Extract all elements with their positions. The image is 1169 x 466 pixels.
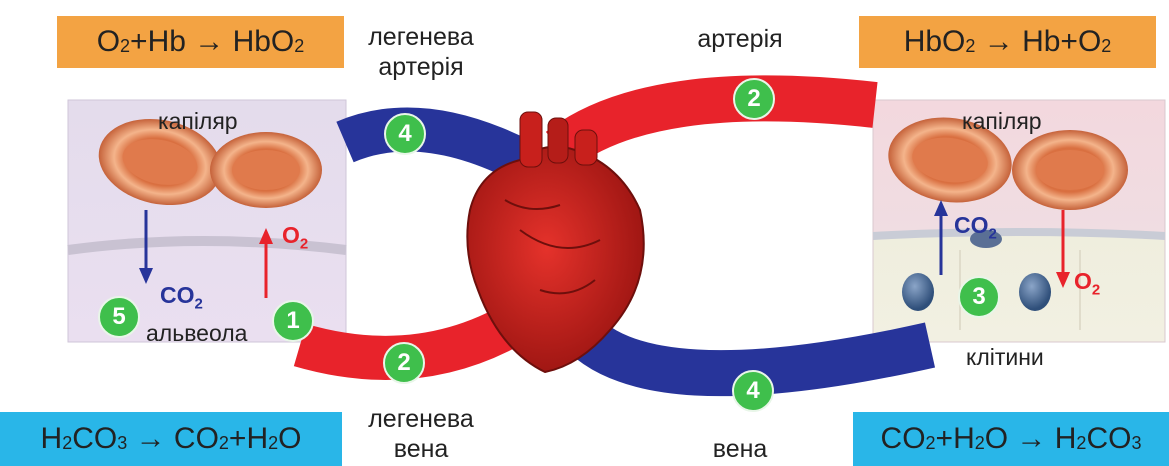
step-5-alveolus: 5 — [98, 296, 140, 338]
left-o2-label: O2 — [282, 222, 308, 253]
tissue-cell-icon — [1019, 273, 1051, 311]
step-4-vein: 4 — [732, 370, 774, 412]
right-capillary-label: капіляр — [962, 108, 1042, 135]
alveolus-label: альвеола — [146, 320, 247, 347]
capillary-wall — [873, 232, 1165, 236]
right-co2-label: CO2 — [954, 212, 997, 243]
vein-label: вена — [690, 434, 790, 464]
tissue-cell-icon — [902, 273, 934, 311]
step-3-cells: 3 — [958, 276, 1000, 318]
pulmonary-artery-vessel — [345, 130, 520, 160]
step-4-pulmonary-artery: 4 — [384, 113, 426, 155]
left-capillary-label: капіляр — [158, 108, 238, 135]
artery-vessel — [560, 98, 875, 150]
rbc-right-2 — [1012, 130, 1128, 210]
artery-label: артерія — [680, 24, 800, 54]
step-1-alveolus: 1 — [272, 300, 314, 342]
pulmonary-vein-label: легенева вена — [346, 404, 496, 464]
left-co2-label: CO2 — [160, 282, 203, 313]
step-2-pulmonary-vein: 2 — [383, 342, 425, 384]
right-o2-label: O2 — [1074, 268, 1100, 299]
step-2-artery: 2 — [733, 78, 775, 120]
pulmonary-artery-label: легенева артерія — [346, 22, 496, 82]
cells-label: клітини — [966, 344, 1044, 371]
rbc-left-2 — [210, 132, 322, 208]
